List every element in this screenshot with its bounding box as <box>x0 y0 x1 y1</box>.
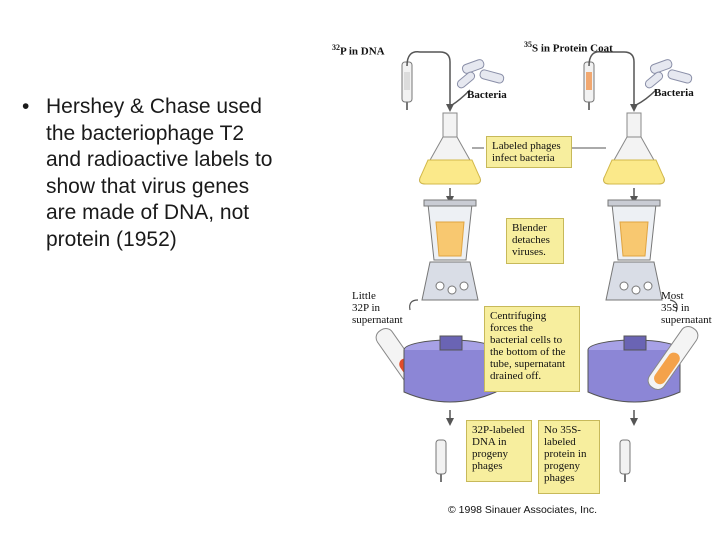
note-labeled-phages-line-1: Labeled phages <box>492 140 561 152</box>
note-centrifuging-line-2: forces the <box>490 322 534 334</box>
bullet-line-3: and radioactive labels to <box>46 148 273 171</box>
bullet-line-4: show that virus genes <box>46 174 250 198</box>
centrifuge-left-icon <box>403 335 497 403</box>
most-35s-line-2: 35S in <box>661 302 690 314</box>
blender-left-icon <box>421 199 479 301</box>
note-centrifuging-line-6: drained off. <box>490 370 542 382</box>
header-32p-text: in DNA <box>346 45 385 58</box>
note-32p-dna-line-4: phages <box>472 460 503 472</box>
note-no-35s-line-3: protein in <box>544 448 587 460</box>
note-no-35s-line-2: labeled <box>544 436 576 448</box>
bullet-line-1: Hershey & Chase used <box>46 95 262 118</box>
header-32p-dna: 32P in DNA <box>332 43 385 58</box>
note-no-35s: No 35S- labeled protein in progeny phage… <box>538 420 600 494</box>
header-32p-elem: P <box>340 45 347 58</box>
flask-left-icon <box>419 112 481 185</box>
note-blender-line-2: detaches <box>512 234 550 246</box>
most-35s-label: Most 35S in supernatant <box>661 290 712 326</box>
little-32p-line-2: 32P in <box>352 302 381 314</box>
note-32p-dna-line-2: DNA in <box>472 436 507 448</box>
header-35s-iso: 35 <box>524 40 532 49</box>
syringe-bottom-left-icon <box>435 439 447 482</box>
note-centrifuging-line-1: Centrifuging <box>490 310 547 322</box>
phage-capsules-right-icon <box>644 59 693 89</box>
tube-right-icon <box>647 325 699 391</box>
little-32p-line-1: Little <box>352 290 376 302</box>
header-35s-elem: S <box>532 42 539 55</box>
note-no-35s-line-5: phages <box>544 472 575 484</box>
flask-right-icon <box>603 112 665 185</box>
note-centrifuging: Centrifuging forces the bacterial cells … <box>484 306 580 392</box>
note-32p-dna: 32P-labeled DNA in progeny phages <box>466 420 532 482</box>
syringe-bottom-right-icon <box>619 439 631 482</box>
note-labeled-phages-line-2: infect bacteria <box>492 152 555 164</box>
note-centrifuging-line-4: the bottom of the <box>490 346 566 358</box>
note-blender: Blender detaches viruses. <box>506 218 564 264</box>
note-blender-line-3: viruses. <box>512 246 546 258</box>
most-35s-line-1: Most <box>661 290 684 302</box>
blender-right-icon <box>605 199 663 301</box>
note-centrifuging-line-5: tube, supernatant <box>490 358 566 370</box>
header-35s-text: in Protein Coat <box>538 42 613 55</box>
note-blender-line-1: Blender <box>512 222 547 234</box>
note-32p-dna-line-1: 32P-labeled <box>472 424 525 436</box>
note-no-35s-line-4: progeny <box>544 460 581 472</box>
phage-capsules-icon <box>456 59 505 89</box>
bullet-line-2: the bacteriophage T2 <box>46 121 245 145</box>
header-32p-iso: 32 <box>332 43 340 52</box>
syringe-icon <box>401 61 413 110</box>
most-35s-line-3: supernatant <box>661 314 712 326</box>
bacteria-left-label: Bacteria <box>467 89 507 101</box>
header-35s-protein: 35S in Protein Coat <box>524 40 613 55</box>
note-centrifuging-line-3: bacterial cells to <box>490 334 563 346</box>
little-32p-line-3: supernatant <box>352 314 403 326</box>
note-no-35s-line-1: No 35S- <box>544 424 581 436</box>
bullet-line-6: protein (1952) <box>46 227 177 251</box>
note-32p-dna-line-3: progeny <box>472 448 509 460</box>
slide-bullet-text: • Hershey & Chase used the bacteriophage… <box>22 94 342 253</box>
note-labeled-phages: Labeled phages infect bacteria <box>486 136 572 168</box>
bullet-line-5: are made of DNA, not <box>46 201 250 224</box>
copyright-text: © 1998 Sinauer Associates, Inc. <box>448 504 597 516</box>
bullet-lines: Hershey & Chase used the bacteriophage T… <box>46 94 342 253</box>
little-32p-label: Little 32P in supernatant <box>352 290 403 326</box>
bullet-marker: • <box>22 95 30 118</box>
bacteria-right-label: Bacteria <box>654 87 694 99</box>
